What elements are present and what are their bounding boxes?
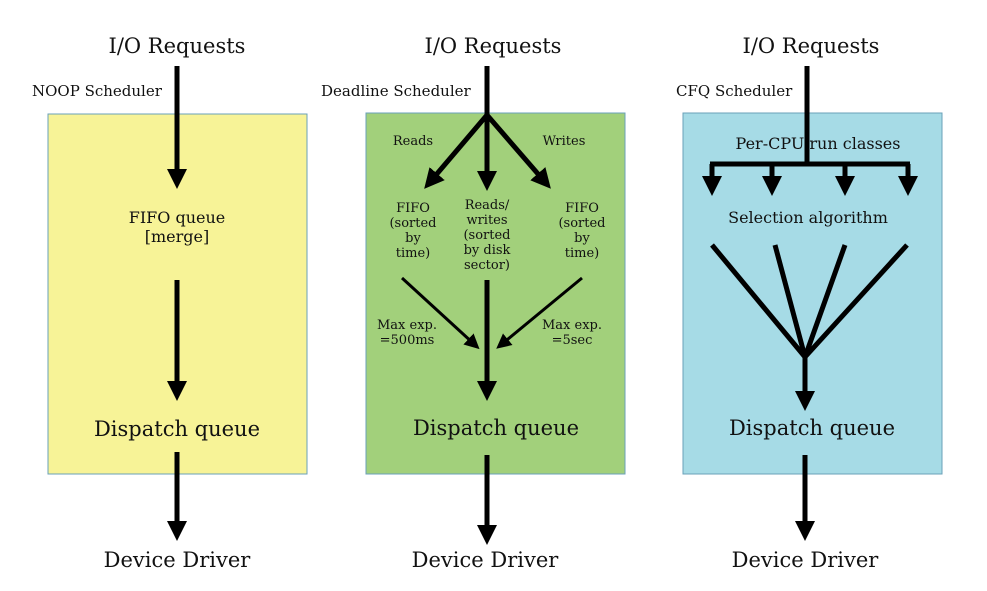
- cfq-input-label: I/O Requests: [743, 34, 880, 58]
- text-line: by disk: [464, 243, 511, 258]
- text-line: time): [565, 246, 599, 261]
- text-line: (sorted: [389, 216, 436, 231]
- noop-dispatch-label: Dispatch queue: [94, 417, 260, 441]
- deadline-writes-arrow: [485, 113, 551, 189]
- deadline-read-expiry-arrow: [400, 276, 480, 350]
- cfq-scheduler-label: CFQ Scheduler: [676, 82, 793, 100]
- noop-input-label: I/O Requests: [109, 34, 246, 58]
- deadline-read-expiry-label: Max exp.: [377, 318, 437, 333]
- cfq-scheduler-section: I/O Requests CFQ Scheduler Per-CPU run c…: [676, 34, 943, 572]
- cfq-selection-label: Selection algorithm: [728, 208, 888, 227]
- text-line: writes: [466, 213, 507, 228]
- text-line: FIFO: [565, 201, 599, 216]
- deadline-scheduler-label: Deadline Scheduler: [321, 82, 472, 100]
- text-line: by: [574, 231, 590, 246]
- deadline-input-label: I/O Requests: [425, 34, 562, 58]
- noop-merge-label: [merge]: [145, 227, 209, 246]
- deadline-read-fifo: FIFO (sorted by time): [389, 201, 436, 261]
- cfq-dispatch-label: Dispatch queue: [729, 416, 895, 440]
- cfq-output-label: Device Driver: [732, 548, 880, 572]
- cfq-merge-line: [772, 244, 808, 358]
- cfq-merge-line: [803, 243, 909, 359]
- cfq-merge-line: [802, 244, 848, 358]
- text-line: (sorted: [558, 216, 605, 231]
- deadline-write-expiry-value: =5sec: [552, 333, 593, 348]
- text-line: time): [396, 246, 430, 261]
- deadline-reads-label: Reads: [393, 134, 433, 149]
- deadline-sector-queue: Reads/ writes (sorted by disk sector): [463, 198, 510, 273]
- noop-scheduler-label: NOOP Scheduler: [32, 82, 163, 100]
- text-line: Reads/: [465, 198, 510, 213]
- cfq-run-classes-label: Per-CPU run classes: [736, 134, 901, 153]
- noop-output-label: Device Driver: [104, 548, 252, 572]
- deadline-write-fifo: FIFO (sorted by time): [558, 201, 605, 261]
- text-line: FIFO: [396, 201, 430, 216]
- noop-queue-label: FIFO queue: [129, 208, 226, 227]
- deadline-write-expiry-arrow: [496, 276, 583, 349]
- text-line: sector): [464, 258, 510, 273]
- cfq-merge-line: [710, 243, 807, 359]
- deadline-writes-label: Writes: [543, 134, 586, 149]
- deadline-read-expiry-value: =500ms: [380, 333, 435, 348]
- text-line: by: [405, 231, 421, 246]
- deadline-dispatch-label: Dispatch queue: [413, 416, 579, 440]
- deadline-write-expiry-label: Max exp.: [542, 318, 602, 333]
- cfq-panel: [682, 112, 943, 475]
- text-line: (sorted: [463, 228, 510, 243]
- noop-scheduler-section: I/O Requests NOOP Scheduler FIFO queue […: [32, 34, 308, 572]
- deadline-output-label: Device Driver: [412, 548, 560, 572]
- deadline-reads-arrow: [424, 113, 489, 189]
- deadline-scheduler-section: I/O Requests Deadline Scheduler Reads Wr…: [321, 34, 626, 572]
